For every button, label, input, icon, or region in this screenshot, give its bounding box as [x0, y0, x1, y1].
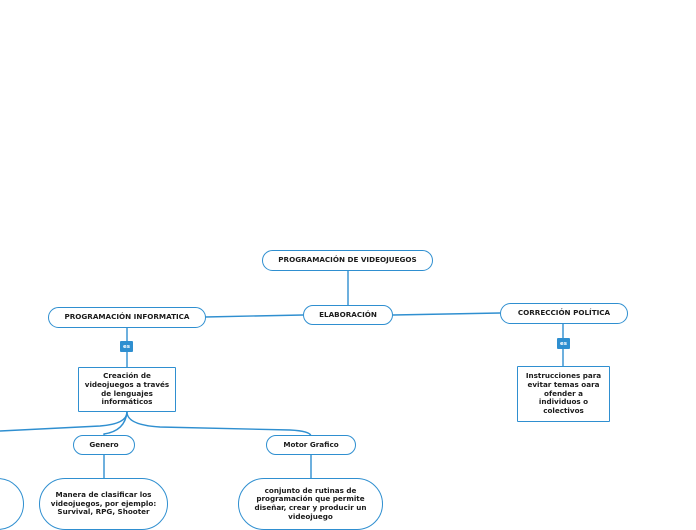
node-elaboracion[interactable]: ELABORACIÓN — [303, 305, 393, 325]
node-genero[interactable]: Genero — [73, 435, 135, 455]
node-instrucciones[interactable]: Instrucciones para evitar temas oara ofe… — [517, 366, 610, 422]
node-genero-descripcion[interactable]: Manera de clasificar los videojuegos, po… — [39, 478, 168, 530]
link-elaboracion-proginfo — [204, 314, 304, 318]
node-programacion-informatica[interactable]: PROGRAMACIÓN INFORMATICA — [48, 307, 206, 328]
node-creacion-videojuegos[interactable]: Creación de videojuegos a través de leng… — [78, 367, 176, 412]
link-elaboracion-correccion — [392, 312, 501, 316]
node-programacion-videojuegos[interactable]: PROGRAMACIÓN DE VIDEOJUEGOS — [262, 250, 433, 271]
relation-label-es-left: es — [120, 341, 133, 352]
node-correccion-politica[interactable]: CORRECCIÓN POLÍTICA — [500, 303, 628, 324]
node-motor-descripcion[interactable]: conjunto de rutinas de programación que … — [238, 478, 383, 530]
link-creacion-offscreen — [0, 411, 128, 432]
link-creacion-genero — [103, 411, 128, 436]
node-motor-grafico[interactable]: Motor Grafico — [266, 435, 356, 455]
link-creacion-motor — [126, 411, 312, 437]
relation-label-es-right: es — [557, 338, 570, 349]
